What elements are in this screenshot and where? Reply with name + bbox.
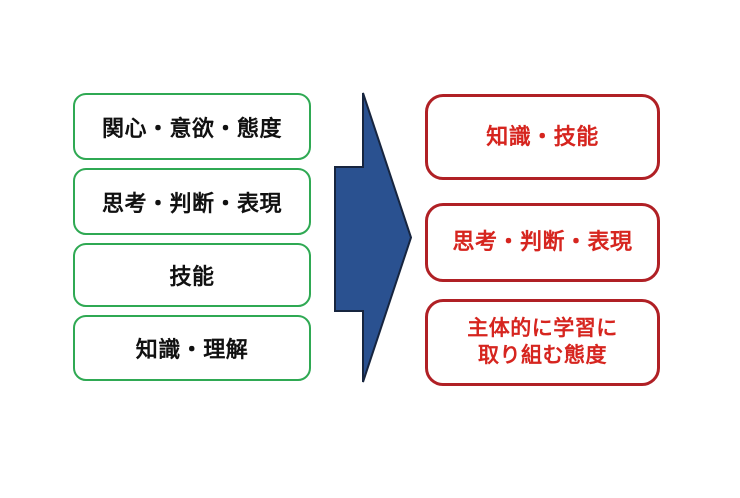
- old-criterion-box: 関心・意欲・態度: [73, 93, 311, 160]
- new-criterion-box: 知識・技能: [425, 94, 660, 180]
- old-criterion-label: 関心・意欲・態度: [101, 115, 282, 141]
- new-criterion-label: 思考・判断・表現: [452, 229, 633, 255]
- right-arrow-icon: [334, 92, 413, 383]
- old-criterion-label: 技能: [169, 264, 215, 289]
- old-criterion-box: 技能: [73, 243, 311, 307]
- old-criterion-label: 知識・理解: [135, 337, 249, 362]
- new-criterion-box: 主体的に学習に 取り組む態度: [425, 299, 660, 386]
- new-criterion-label: 主体的に学習に 取り組む態度: [467, 316, 618, 367]
- old-criterion-box: 思考・判断・表現: [73, 168, 311, 235]
- old-criterion-label: 思考・判断・表現: [101, 190, 282, 216]
- new-criterion-label: 知識・技能: [486, 123, 599, 149]
- old-criterion-box: 知識・理解: [73, 315, 311, 381]
- new-criterion-box: 思考・判断・表現: [425, 203, 660, 282]
